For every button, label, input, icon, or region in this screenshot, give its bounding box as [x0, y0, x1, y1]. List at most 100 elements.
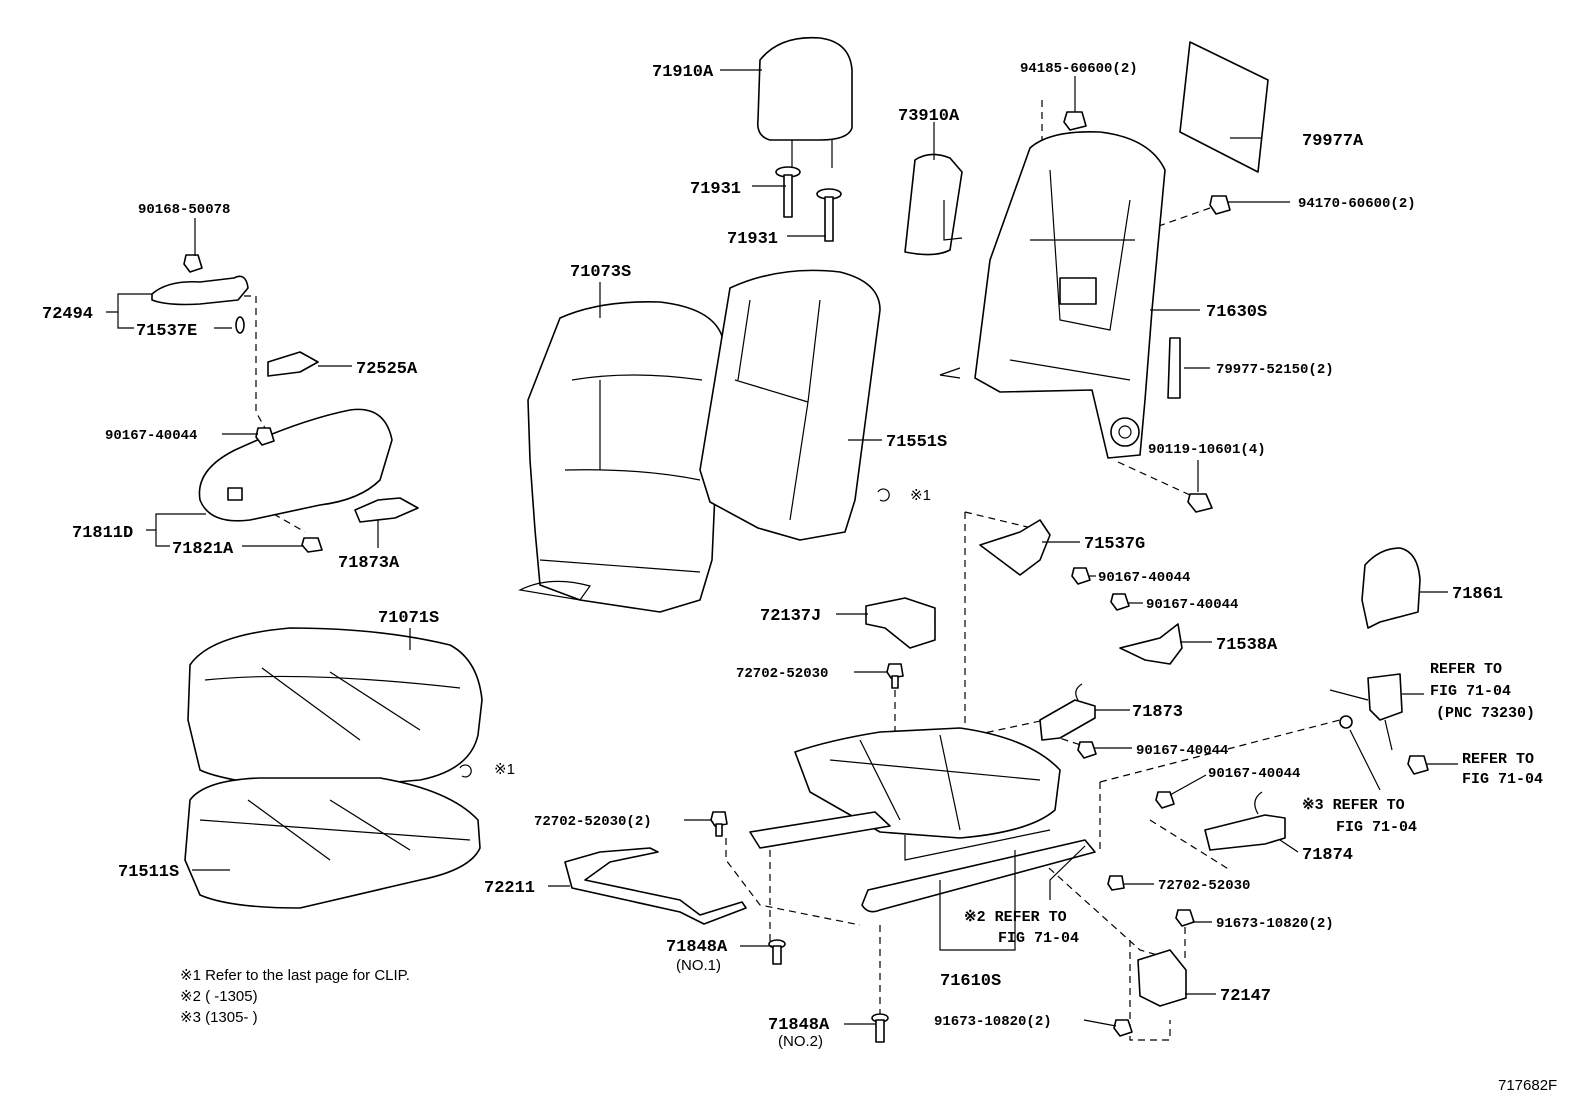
label-72702-52030-b: 72702-52030(2): [534, 814, 652, 830]
seatback-board: [1179, 41, 1269, 173]
label-94185-60600: 94185-60600(2): [1020, 61, 1138, 77]
cover-72137J: [865, 597, 936, 649]
label-71874: 71874: [1302, 846, 1353, 865]
part-labels: 71910A 73910A 94185-60600(2) 79977A 7193…: [42, 61, 1503, 1050]
label-71821A: 71821A: [172, 540, 234, 559]
nut-94170: [1209, 195, 1231, 215]
label-no2: (NO.2): [778, 1033, 823, 1050]
label-71910A: 71910A: [652, 63, 714, 82]
label-71537G: 71537G: [1084, 535, 1145, 554]
bolt-90167-d: [1077, 741, 1097, 759]
label-90167-40044-d: 90167-40044: [1136, 743, 1228, 759]
refer-4-line1: ※2 REFER TO: [964, 909, 1067, 926]
label-71511S: 71511S: [118, 863, 179, 882]
bolt-72702-b: [710, 811, 728, 837]
bracket-71873: [1039, 683, 1096, 741]
label-72702-52030-a: 72702-52030: [736, 666, 828, 682]
label-79977A: 79977A: [1302, 132, 1364, 151]
seatback-frame: [939, 131, 1166, 459]
refer-1-line2: FIG 71-04: [1430, 683, 1511, 700]
label-71630S: 71630S: [1206, 303, 1267, 322]
clip-note-mark-1: ※1: [910, 487, 931, 504]
bracket-71874: [1204, 791, 1286, 851]
label-no1: (NO.1): [676, 957, 721, 974]
refer-labels: REFER TO FIG 71-04 (PNC 73230) REFER TO …: [964, 661, 1543, 947]
cover-71537G: [979, 519, 1051, 576]
label-90168-50078: 90168-50078: [138, 202, 230, 218]
seat-cushion-pad: [184, 777, 481, 909]
refer-4-line2: FIG 71-04: [998, 930, 1079, 947]
bracket-72147: [1137, 949, 1187, 1007]
refer-2-line1: REFER TO: [1462, 751, 1534, 768]
bolt-90167-b: [1071, 567, 1091, 585]
clip-note-mark-2: ※1: [494, 761, 515, 778]
frame-clip-strip: [1167, 337, 1181, 399]
refer-3-line2: FIG 71-04: [1336, 819, 1417, 836]
label-94170-60600: 94170-60600(2): [1298, 196, 1416, 212]
label-71551S: 71551S: [886, 433, 947, 452]
bolt-90167-c: [1110, 593, 1130, 611]
label-71873: 71873: [1132, 703, 1183, 722]
label-71931-b: 71931: [727, 230, 778, 249]
bolt-91673-a: [1175, 909, 1195, 927]
label-71861: 71861: [1452, 585, 1503, 604]
label-71610S: 71610S: [940, 972, 1001, 991]
bolt-90168: [183, 254, 203, 273]
headrest-guide-2: [816, 188, 842, 242]
label-72211: 72211: [484, 879, 535, 898]
label-71538A: 71538A: [1216, 636, 1278, 655]
footnote-2: ※2 ( -1305): [180, 988, 258, 1005]
label-72137J: 72137J: [760, 607, 821, 626]
footnote-3: ※3 (1305- ): [180, 1009, 258, 1026]
label-71848A-1: 71848A: [666, 938, 728, 957]
bolt-90167-e: [1155, 791, 1175, 809]
clip-mark-1: [877, 488, 890, 502]
headrest: [756, 36, 853, 168]
clip-mark-2: [459, 764, 472, 778]
figure-id: 717682F: [1498, 1077, 1557, 1094]
bracket-71873A: [354, 497, 419, 523]
bolt-90167-a: [255, 427, 275, 446]
headrest-guide-1: [775, 166, 801, 218]
refer-1-line3: (PNC 73230): [1436, 705, 1535, 722]
seat-cushion-cover: [187, 627, 483, 791]
label-71537E: 71537E: [136, 322, 197, 341]
seatback-cover: [518, 301, 723, 613]
label-91673-10820-b: 91673-10820(2): [934, 1014, 1052, 1030]
label-90167-40044-c: 90167-40044: [1146, 597, 1238, 613]
wire-72211: [564, 847, 747, 925]
cushion-frame: [794, 727, 1061, 839]
buckle-assembly: [1329, 673, 1429, 775]
label-71073S: 71073S: [570, 263, 631, 282]
refer-2-line2: FIG 71-04: [1462, 771, 1543, 788]
seatback-pad: [699, 269, 881, 541]
shield-71861: [1361, 547, 1421, 629]
seat-track: [749, 811, 1096, 913]
footnote-1: ※1 Refer to the last page for CLIP.: [180, 967, 410, 984]
label-90167-40044-a: 90167-40044: [105, 428, 197, 444]
recliner-cover-72494: [151, 275, 249, 334]
label-71931-a: 71931: [690, 180, 741, 199]
pin-71848A-1: [768, 939, 786, 965]
label-71873A: 71873A: [338, 554, 400, 573]
nut-94185: [1063, 111, 1087, 131]
label-90167-40044-e: 90167-40044: [1208, 766, 1300, 782]
footnotes: ※1 Refer to the last page for CLIP. ※2 (…: [180, 967, 410, 1026]
label-71071S: 71071S: [378, 609, 439, 628]
pin-71848A-2: [871, 1013, 889, 1043]
refer-3-line1: ※3 REFER TO: [1302, 797, 1405, 814]
label-91673-10820-a: 91673-10820(2): [1216, 916, 1334, 932]
bolt-72702-a: [886, 663, 904, 689]
leader-lines: [106, 69, 1458, 1027]
bolt-72702-c: [1107, 875, 1125, 891]
label-79977-52150: 79977-52150(2): [1216, 362, 1334, 378]
bolt-90119: [1187, 493, 1213, 513]
refer-1-line1: REFER TO: [1430, 661, 1502, 678]
side-airbag: [904, 153, 963, 256]
label-72494: 72494: [42, 305, 93, 324]
label-72147: 72147: [1220, 987, 1271, 1006]
label-72525A: 72525A: [356, 360, 418, 379]
cover-71538A: [1119, 623, 1183, 665]
cover-72525A: [267, 351, 319, 377]
